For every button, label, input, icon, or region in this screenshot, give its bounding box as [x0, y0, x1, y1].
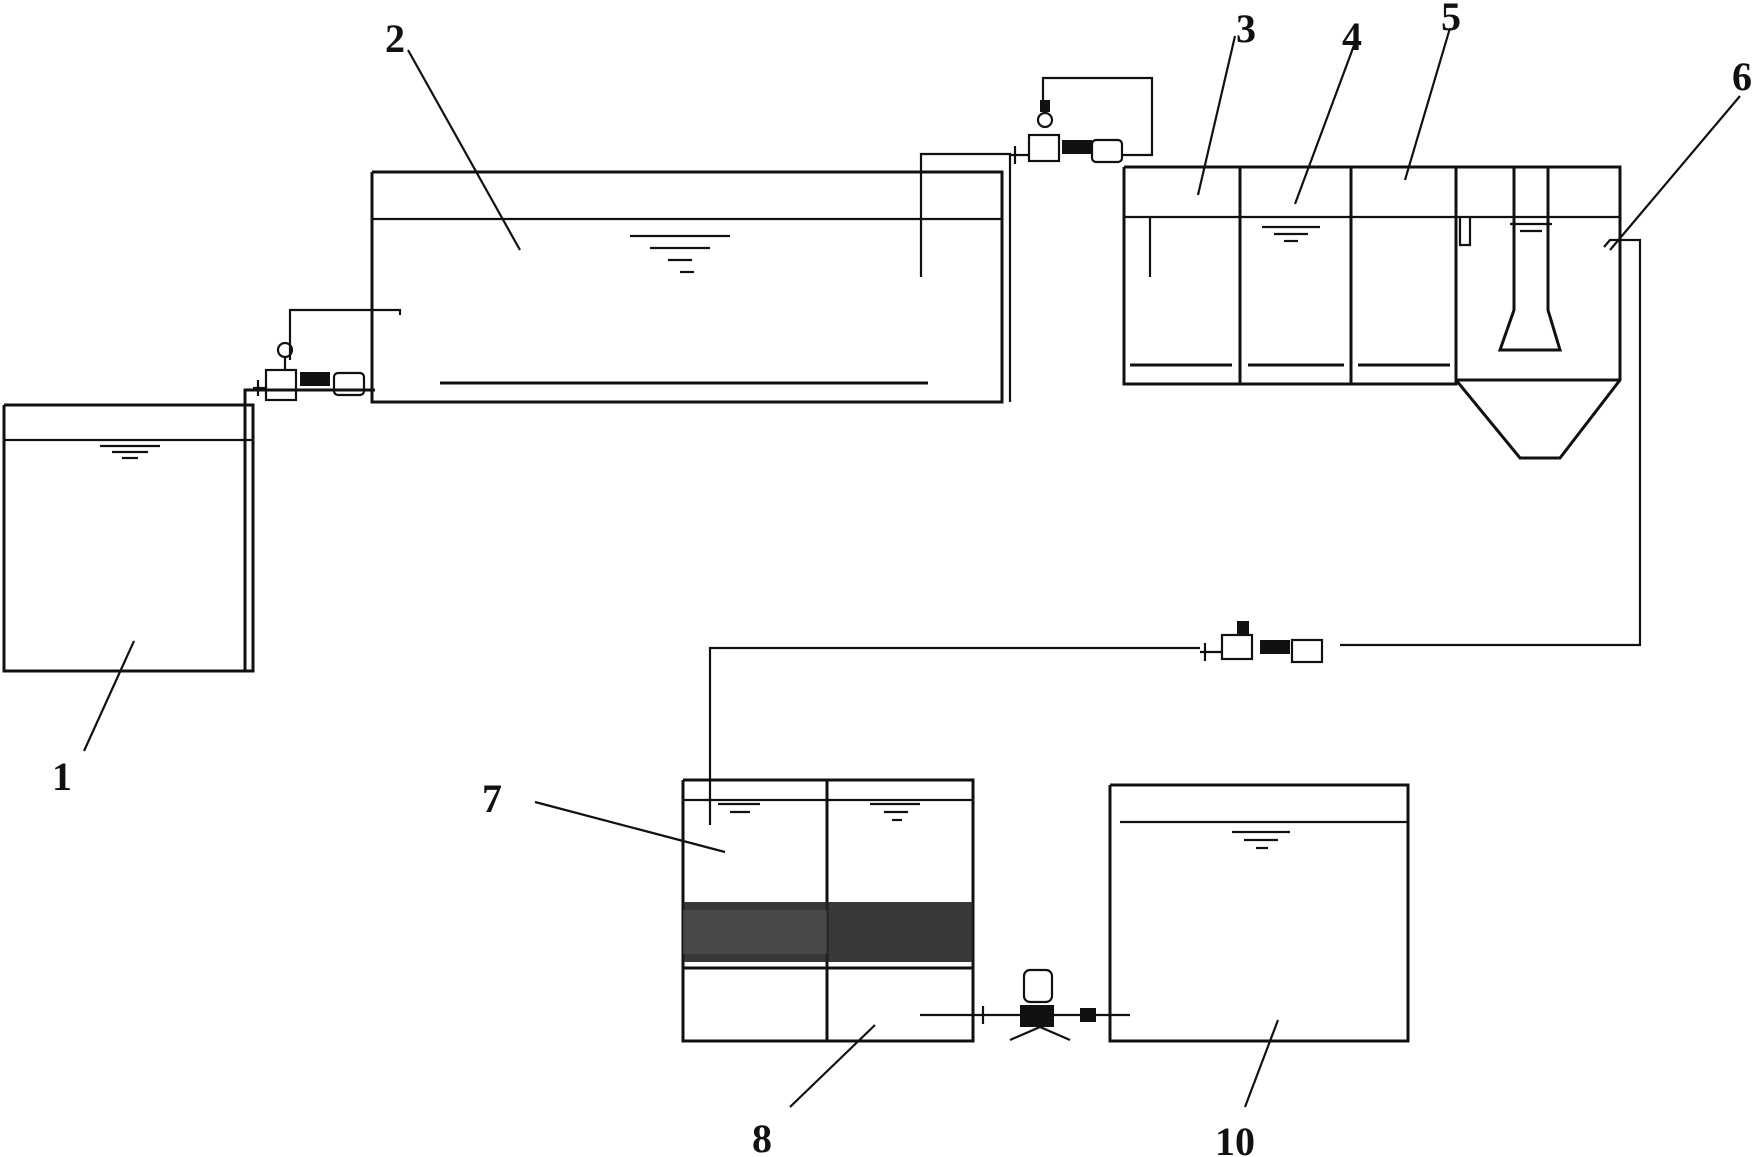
label-5: 5: [1441, 0, 1461, 39]
pump-icon: [1010, 76, 1154, 164]
label-6: 6: [1732, 54, 1752, 99]
label-1: 1: [52, 754, 72, 799]
filter-unit-7-8: [681, 778, 975, 1043]
pipe-return: [708, 646, 1200, 825]
settling-tank-6: [1340, 165, 1642, 647]
tank-2: [370, 152, 1012, 404]
labels: 1 2 3 4 5 6 7 8 10: [52, 0, 1752, 1157]
label-2: 2: [385, 16, 405, 61]
label-10: 10: [1215, 1119, 1255, 1157]
label-3: 3: [1236, 6, 1256, 51]
label-8: 8: [752, 1116, 772, 1157]
pipe-tank1-to-tank2: [243, 308, 402, 405]
reactor-cells: [1122, 165, 1620, 386]
leader-lines: [82, 27, 1741, 1108]
tank-10: [1108, 783, 1410, 1043]
tank-1: [2, 403, 255, 673]
label-4: 4: [1342, 14, 1362, 59]
label-7: 7: [482, 776, 502, 821]
pump-icon: [253, 341, 366, 402]
pump-icon: [1200, 621, 1324, 664]
pump-icon: [920, 968, 1130, 1042]
